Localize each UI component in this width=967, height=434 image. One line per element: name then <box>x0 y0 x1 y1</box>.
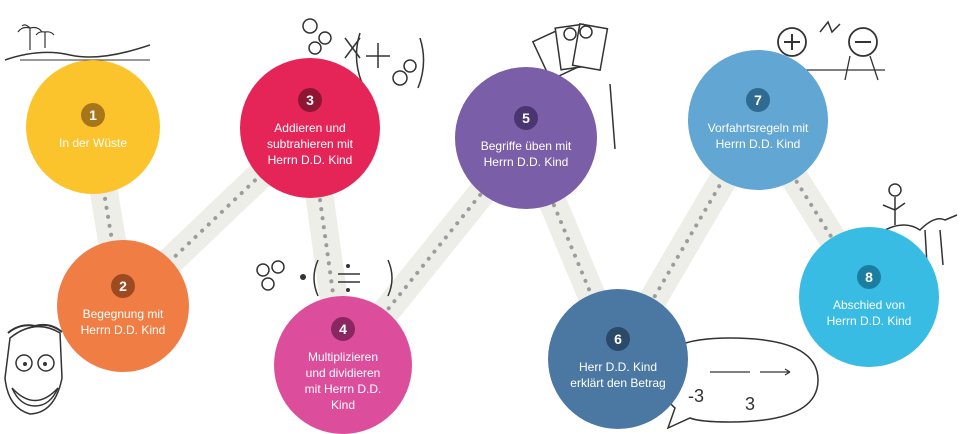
step-6-label: Herr D.D. Kind erklärt den Betrag <box>570 360 666 390</box>
step-8-label: Abschied von Herrn D.D. Kind <box>826 298 912 328</box>
step-6-number: 6 <box>606 327 630 351</box>
step-5-circle[interactable]: 5 Begriffe üben mit Herrn D.D. Kind <box>455 67 597 209</box>
step-7-label: Vorfahrtsregeln mit Herrn D.D. Kind <box>707 121 809 151</box>
step-8-circle[interactable]: 8 Abschied von Herrn D.D. Kind <box>799 227 939 367</box>
step-6-circle[interactable]: 6 Herr D.D. Kind erklärt den Betrag <box>548 289 688 429</box>
step-1-circle[interactable]: 1 In der Wüste <box>26 60 160 194</box>
card-hand-doodle-icon <box>531 23 616 150</box>
bubble-text-b: 3 <box>745 394 755 414</box>
step-1-number: 1 <box>81 103 105 127</box>
math-add-doodle-icon <box>302 18 425 89</box>
path-dots-1 <box>91 125 125 308</box>
teacher-face-icon <box>4 323 63 415</box>
step-3-number: 3 <box>298 88 322 112</box>
step-5-label: Begriffe üben mit Herrn D.D. Kind <box>480 139 572 169</box>
number-line-bubble-icon: -3 3 <box>659 337 819 430</box>
camel-rider-icon <box>882 183 958 266</box>
step-4-circle[interactable]: 4 Multiplizieren und dividieren mit Herr… <box>274 296 412 434</box>
path-dots-4 <box>341 136 528 367</box>
step-8-number: 8 <box>857 265 881 289</box>
step-1-label: In der Wüste <box>58 136 128 150</box>
step-2-label: Begegnung mit Herrn D.D. Kind <box>80 307 166 337</box>
step-4-number: 4 <box>331 317 355 341</box>
step-3-label: Addieren und subtrahieren mit Herrn D.D.… <box>266 121 354 167</box>
step-3-circle[interactable]: 3 Addieren und subtrahieren mit Herrn D.… <box>240 58 380 198</box>
path-dots-2 <box>121 126 312 308</box>
step-7-circle[interactable]: 7 Vorfahrtsregeln mit Herrn D.D. Kind <box>688 50 828 190</box>
step-4-label: Multiplizieren und dividieren mit Herrn … <box>304 350 382 412</box>
step-7-number: 7 <box>746 88 770 112</box>
bubble-text-a: -3 <box>688 386 704 406</box>
math-mult-doodle-icon <box>256 259 393 297</box>
step-2-circle[interactable]: 2 Begegnung mit Herrn D.D. Kind <box>57 240 189 372</box>
step-2-number: 2 <box>111 274 135 298</box>
step-5-number: 5 <box>514 106 538 130</box>
